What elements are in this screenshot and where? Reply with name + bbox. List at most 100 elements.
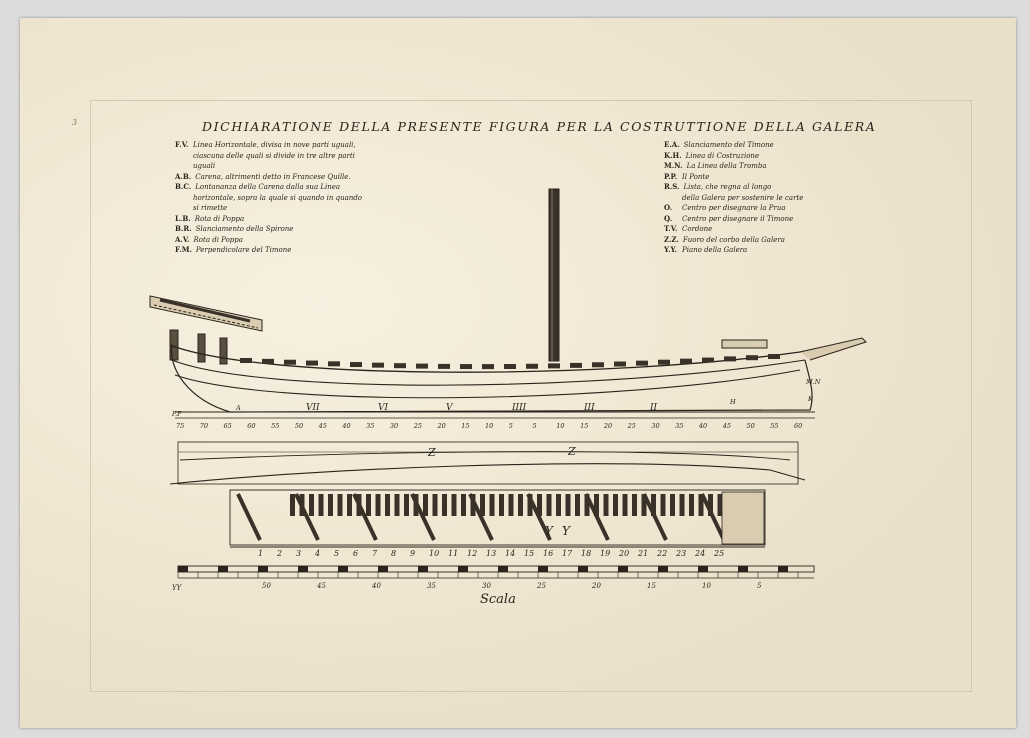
plate-title: DICHIARATIONE DELLA PRESENTE FIGURA PER …	[202, 119, 877, 134]
plate-mark	[90, 100, 972, 692]
legend-key: L.B.	[175, 213, 191, 223]
legend-entry: Z.Z.Fuoro del corbo della Galera	[664, 235, 844, 246]
legend-text: Linea Horizontale, divisa in nove parti …	[193, 141, 356, 149]
legend-text: Perpendicolare del Timone	[195, 246, 292, 254]
deck-bench-number: 25	[713, 549, 724, 558]
deck-bench-number: 17	[562, 549, 573, 558]
hull-station-label: III	[583, 403, 595, 413]
legend-key: Z.Z.	[664, 234, 679, 244]
station-number: 15	[461, 422, 469, 430]
legend-key: B.C.	[175, 182, 192, 191]
deck-bench-number: 15	[524, 549, 534, 558]
page-mark: 3	[72, 118, 78, 127]
deck-bench-number: 20	[618, 549, 629, 558]
legend-key: F.M.	[175, 245, 192, 254]
legend-entry: L.B.Rota di Poppa	[175, 214, 355, 225]
hull-station-label: II	[649, 403, 658, 413]
scale-number: 30	[482, 582, 491, 590]
deck-bench-number: 24	[694, 549, 705, 558]
legend-key: O.	[664, 203, 673, 212]
legend-text: Centro per disegnare il Timone	[682, 214, 794, 223]
legend-entry: F.M.Perpendicolare del Timone	[175, 245, 355, 256]
station-number: 40	[341, 422, 350, 430]
scale-number: 10	[702, 582, 711, 590]
deck-bench-number: 6	[353, 549, 358, 558]
legend-text: Centro per disegnare la Prua	[682, 204, 786, 212]
legend-text: della Galera per sostenire le carte	[682, 193, 804, 202]
legend-text: Rota di Poppa	[194, 214, 245, 223]
deck-bench-number: 16	[543, 549, 553, 558]
station-number: 20	[603, 422, 612, 430]
legend-entry: E.A.Slanciamento del Timone	[664, 140, 844, 151]
station-number: 50	[746, 422, 754, 430]
legend-key: T.V.	[664, 224, 678, 233]
station-number: 55	[271, 422, 279, 430]
oar-ports	[240, 354, 780, 370]
hull-station-label: VI	[378, 403, 388, 413]
legend-entry: O. Centro per disegnare la Prua	[664, 203, 844, 214]
legend-key: K.H.	[664, 150, 682, 160]
station-number: 70	[200, 422, 208, 430]
station-number: 30	[651, 422, 659, 430]
station-number: 30	[390, 422, 398, 430]
label-yy: YY	[172, 584, 183, 592]
scale-number: 15	[647, 582, 656, 590]
scale-number: 40	[371, 582, 381, 590]
hull-station-label: VII	[306, 403, 320, 413]
label-z1: Z	[427, 446, 436, 459]
deck-bench-number: 21	[637, 549, 648, 558]
legend-entry: ciascuna delle quali si divide in tre al…	[175, 151, 355, 162]
legend-key: Y.Y.	[664, 245, 678, 254]
legend-entry: horizontale, sopra la quale si quando in…	[175, 193, 362, 204]
legend-entry: uguali	[175, 161, 355, 172]
scale-number: 50	[262, 582, 271, 590]
station-number: 35	[675, 422, 683, 430]
deck-bench-number: 9	[410, 549, 415, 558]
station-number: 25	[413, 422, 422, 430]
deck-bench-number: 22	[656, 549, 667, 558]
legend-entry: si rimette	[175, 203, 355, 214]
legend-text: Carena, altrimenti detto in Francese Qui…	[195, 172, 351, 181]
legend-text: Linea di Costruzione	[685, 151, 760, 160]
scale-bar	[177, 565, 815, 579]
station-number: 10	[485, 422, 493, 430]
legend-left: F.V.Linea Horizontale, divisa in nove pa…	[175, 140, 362, 256]
deck-bench-number: 10	[429, 549, 439, 558]
deck-bench-number: 2	[276, 549, 282, 558]
legend-entry: B.R.Slanciamento della Spirone	[175, 224, 355, 235]
legend-text: si rimette	[193, 204, 228, 212]
deck-bench-number: 8	[391, 549, 396, 558]
legend-entry: T.V.Cordone	[664, 224, 844, 235]
label-ff: F.F	[171, 411, 182, 418]
legend-text: Fuoro del corbo della Galera	[682, 235, 785, 244]
station-number: 45	[722, 422, 731, 430]
deck-bench-number: 12	[467, 549, 477, 558]
deck-bench-number: 3	[296, 549, 301, 558]
station-number: 35	[366, 422, 374, 430]
station-number: 75	[176, 422, 184, 430]
legend-key: A.B.	[175, 171, 192, 181]
station-number: 5	[509, 422, 513, 430]
legend-entry: R.S.Lista, che regna al longo	[664, 182, 844, 193]
mast	[548, 188, 560, 362]
station-number: 10	[556, 422, 564, 430]
stern-structure	[149, 295, 263, 365]
station-number: 5	[533, 422, 537, 430]
label-h: H	[729, 398, 736, 406]
deck-bench-number: 14	[505, 549, 515, 558]
legend-key: M.N.	[664, 161, 683, 170]
hull-profile	[169, 337, 867, 413]
legend-text: ciascuna delle quali si divide in tre al…	[193, 151, 355, 160]
deck-bench-number: 7	[372, 549, 378, 558]
legend-text: Slanciamento della Spirone	[195, 225, 294, 233]
deck-bench-number: 4	[314, 549, 320, 558]
deck-bench-number: 19	[600, 549, 610, 558]
legend-text: Slanciamento del Timone	[683, 141, 774, 149]
half-breadth-plan	[169, 441, 806, 485]
deck-bench-number: 18	[581, 549, 591, 558]
station-number: 50	[295, 422, 303, 430]
legend-text: Il Ponte	[682, 172, 710, 181]
scale-number: 25	[536, 582, 546, 590]
legend-key: R.S.	[664, 182, 680, 191]
